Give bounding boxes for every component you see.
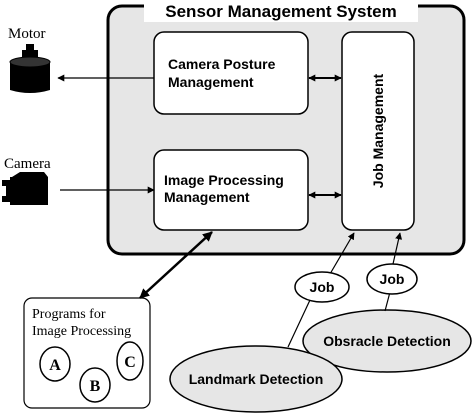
program-a-label: A xyxy=(49,357,61,374)
landmark-job-label: Job xyxy=(310,279,335,295)
system-title: Sensor Management System xyxy=(165,2,396,21)
job-management-box xyxy=(341,31,415,231)
obstacle-job-arrow xyxy=(392,232,403,265)
landmark-detection-ellipse xyxy=(169,345,343,413)
program-b-label: B xyxy=(90,378,101,395)
landmark-detection-label: Landmark Detection xyxy=(189,371,324,387)
program-c-node xyxy=(116,341,144,381)
camera-posture-label-line1: Camera Posture xyxy=(168,56,276,72)
camera-posture-module: Camera Posture Management xyxy=(153,31,309,115)
landmark-detection-client: Landmark Detection xyxy=(169,345,343,413)
landmark-job-arrow xyxy=(329,232,355,275)
obstacle-job-connector xyxy=(384,291,391,312)
camera-device: Camera xyxy=(2,156,51,205)
obstacle-detection-ellipse xyxy=(302,309,472,373)
camera-posture-box xyxy=(153,31,309,115)
camera-posture-label-line2: Management xyxy=(168,74,254,90)
image-processing-module: Image Processing Management xyxy=(153,149,309,231)
landmark-job-connector xyxy=(287,299,311,348)
program-a-node xyxy=(39,346,71,382)
image-processing-label-line2: Management xyxy=(164,189,250,205)
job-management-label: Job Management xyxy=(370,73,386,188)
camera-label: Camera xyxy=(4,156,51,172)
motor-device: Motor xyxy=(8,26,51,93)
obstacle-job-label: Job xyxy=(380,271,405,287)
landmark-job-token: Job xyxy=(294,271,350,303)
obstacle-detection-label: Obsracle Detection xyxy=(323,333,451,349)
program-c-label: C xyxy=(124,354,136,371)
job-management-module: Job Management xyxy=(341,31,415,231)
programs-panel: Programs for Image Processing A B C xyxy=(23,297,151,409)
program-b-node xyxy=(79,367,111,403)
obstacle-job-token: Job xyxy=(366,263,418,295)
motor-icon xyxy=(9,44,51,93)
image-processing-programs-arrow xyxy=(139,231,213,299)
motor-label: Motor xyxy=(8,26,46,42)
programs-title-line1: Programs for xyxy=(32,307,106,322)
landmark-job-ellipse xyxy=(294,271,350,303)
camera-icon xyxy=(2,172,48,205)
obstacle-job-ellipse xyxy=(366,263,418,295)
system-title-backdrop xyxy=(144,0,418,22)
image-processing-label-line1: Image Processing xyxy=(164,172,284,188)
obstacle-detection-client: Obsracle Detection xyxy=(302,309,472,373)
programs-title-line2: Image Processing xyxy=(32,324,131,339)
